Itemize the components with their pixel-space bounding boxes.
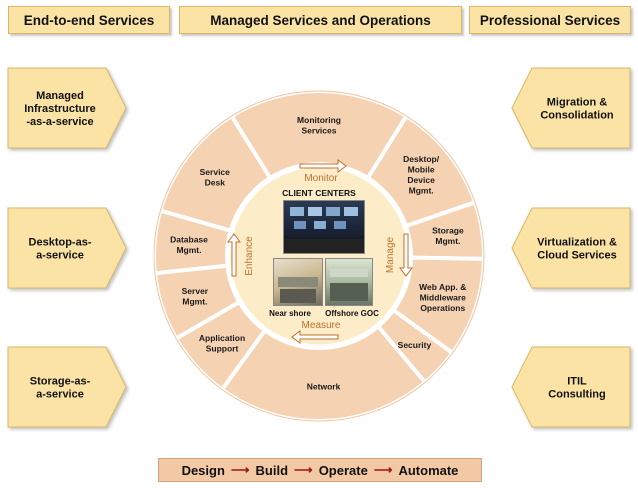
right-chevron-2 (511, 346, 631, 428)
header-end-to-end-services: End-to-end Services (8, 6, 170, 34)
monitor-label: Monitor (304, 173, 338, 184)
near-shore-caption: Near shore (269, 309, 311, 318)
center-title: CLIENT CENTERS (282, 188, 356, 198)
enhance-label: Enhance (244, 236, 255, 276)
right-chevron-0 (511, 67, 631, 149)
left-chevron-label-1: Desktop-as-a-service (29, 236, 92, 261)
step-build: Build (255, 462, 289, 478)
ring-segment-label-5: Network (307, 381, 341, 391)
left-chevron-label-2: Storage-as-a-service (30, 375, 91, 400)
left-chevron-1 (7, 207, 127, 289)
measure-arrow (291, 330, 339, 344)
near-shore-photo (273, 258, 323, 306)
measure-label: Measure (302, 320, 341, 331)
right-chevron-1 (511, 207, 631, 289)
right-chevron-label-0: Migration &Consolidation (540, 96, 614, 121)
arrow-right-icon: ⟶ (230, 462, 250, 477)
right-chevron-label-1: Virtualization &Cloud Services (537, 236, 617, 261)
step-automate: Automate (398, 462, 459, 478)
offshore-goc-caption: Offshore GOC (325, 309, 379, 318)
step-operate: Operate (318, 462, 368, 478)
step-design: Design (181, 462, 225, 478)
lifecycle-bar: Design ⟶ Build ⟶ Operate ⟶ Automate (158, 458, 482, 482)
client-center-photo (283, 200, 365, 254)
left-chevron-0 (7, 67, 127, 149)
ring-segment-label-4: Security (398, 340, 432, 350)
header-professional-services: Professional Services (469, 6, 631, 34)
left-chevron-2 (7, 346, 127, 428)
enhance-arrow (227, 233, 241, 277)
ring-outline (153, 90, 485, 422)
arrow-right-icon: ⟶ (294, 462, 313, 477)
offshore-goc-photo (325, 258, 373, 306)
manage-label: Manage (385, 236, 396, 273)
manage-arrow (399, 233, 413, 277)
arrow-right-icon: ⟶ (373, 462, 393, 477)
monitor-arrow (299, 159, 347, 173)
header-managed-services: Managed Services and Operations (179, 6, 462, 34)
